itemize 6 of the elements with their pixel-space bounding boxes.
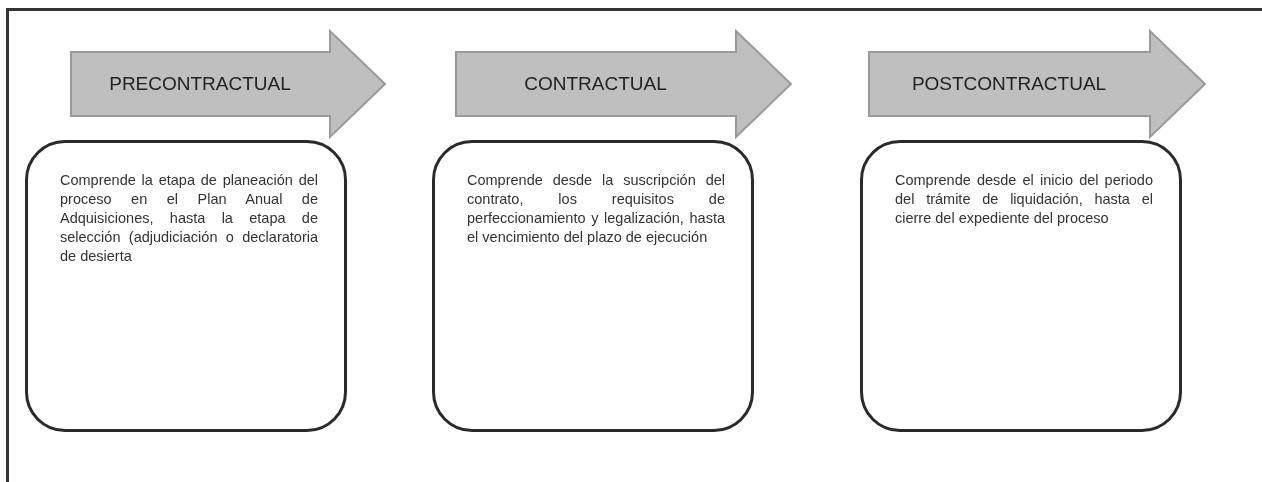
description-box: Comprende desde el inicio del periodo del trámite de liquidación, hasta el cierre del expediente del proceso bbox=[860, 140, 1182, 432]
description-box: Comprende desde la suscripción del contrato, los requisitos de perfeccionamiento y legalización, hasta el vencimiento del plazo de ejecución bbox=[432, 140, 754, 432]
phase-title: CONTRACTUAL bbox=[524, 73, 667, 95]
phase-title: POSTCONTRACTUAL bbox=[911, 73, 1107, 95]
description-box: Comprende la etapa de planeación del proceso en el Plan Anual de Adquisiciones, hasta la etapa de selección (adjudiciación o declaratoria de desierta bbox=[25, 140, 347, 432]
phase-title: PRECONTRACTUAL bbox=[109, 73, 291, 95]
